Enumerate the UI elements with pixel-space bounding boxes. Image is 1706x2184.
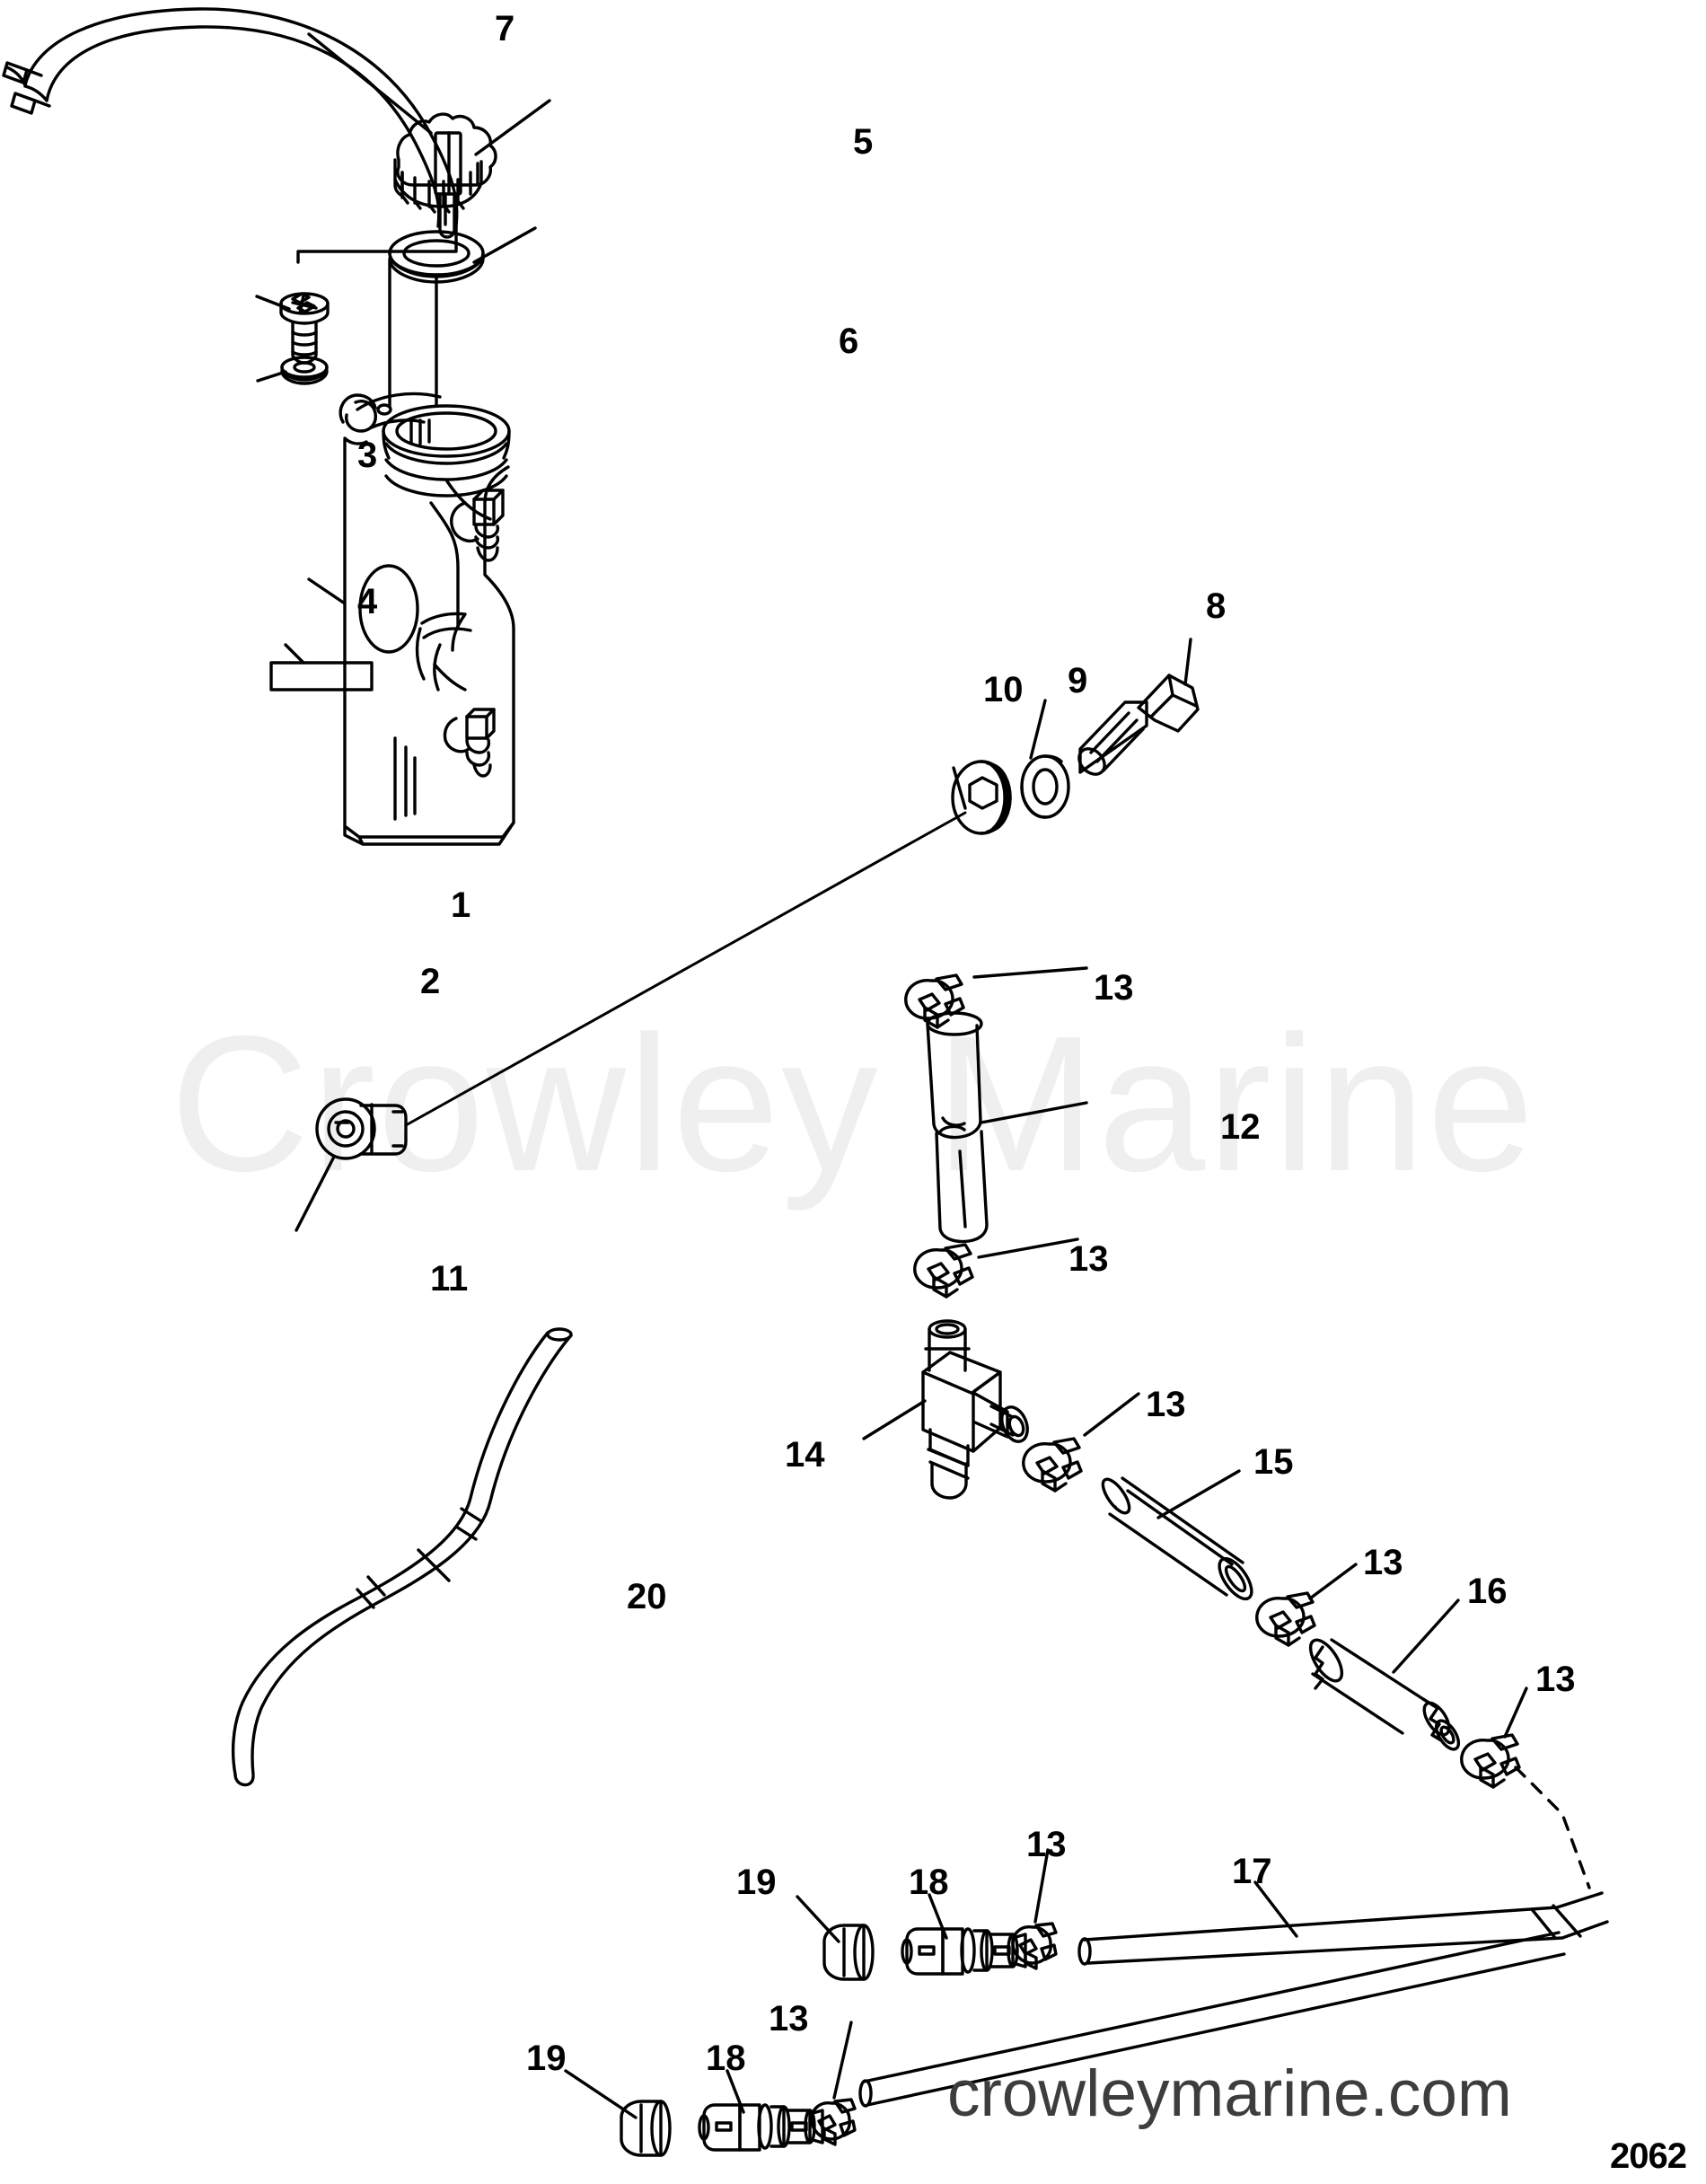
grommet-eleven	[295, 1097, 408, 1232]
part-18-connector-b-art	[698, 2069, 824, 2152]
callout-5: 5	[853, 122, 874, 162]
callout-2: 2	[420, 962, 441, 1001]
part-14-tee-fitting-art	[862, 1319, 1029, 1500]
part-19-cap-b-art	[564, 2069, 672, 2157]
callout-7: 7	[495, 9, 515, 48]
part-19-cap-a-art	[796, 1895, 875, 1981]
callout-13-c: 13	[1146, 1385, 1186, 1424]
callout-6: 6	[839, 321, 859, 361]
callout-13-f: 13	[1026, 1825, 1067, 1864]
callout-16: 16	[1467, 1572, 1508, 1611]
part-3-screw-art	[255, 292, 330, 365]
watermark-url: crowleymarine.com	[947, 2057, 1512, 2130]
part-9-washer-art	[1020, 754, 1070, 819]
part-13-clamp-d-art	[1255, 1563, 1358, 1647]
callout-8: 8	[1206, 586, 1227, 626]
callout-4: 4	[357, 582, 378, 621]
callout-14: 14	[785, 1435, 825, 1475]
part-16-filter-art	[1308, 1598, 1461, 1751]
part-20-vent-hose-art	[231, 1327, 573, 1787]
diagram-number: 2062	[1610, 2136, 1687, 2176]
part-13-clamp-a-art	[904, 966, 1088, 1029]
callout-9: 9	[1068, 661, 1088, 700]
callout-17: 17	[1232, 1852, 1272, 1891]
callout-19-b: 19	[526, 2039, 567, 2078]
callout-20: 20	[627, 1577, 667, 1616]
part-12-hose-art	[926, 1011, 1088, 1244]
part-4-washer-art	[256, 356, 329, 385]
part-13-clamp-c-art	[1022, 1392, 1140, 1493]
callout-18-b: 18	[706, 2039, 746, 2078]
part-13-clamp-e-art	[1460, 1686, 1528, 1789]
callout-13-g: 13	[769, 1999, 809, 2039]
callout-13-d: 13	[1363, 1543, 1403, 1582]
part-8-bolt-art	[1077, 638, 1200, 776]
callout-12: 12	[1220, 1107, 1261, 1147]
callout-15: 15	[1253, 1442, 1294, 1482]
callout-1: 1	[451, 885, 471, 925]
part-10-bushing-art	[951, 760, 1012, 835]
part-7-sensor-lead-art	[2, 7, 462, 408]
part-15-hose-art	[1101, 1469, 1253, 1601]
part-13-clamp-b-art	[913, 1237, 1079, 1299]
part-6-o-ring-art	[388, 226, 537, 408]
callout-19-a: 19	[736, 1863, 777, 1902]
callout-13-a: 13	[1094, 968, 1134, 1008]
part-1-reservoir-tank-art	[307, 392, 515, 846]
callout-11: 11	[430, 1259, 469, 1299]
callout-3: 3	[357, 436, 378, 475]
part-17-long-hose-art	[858, 1880, 1609, 2108]
part-5-fill-cap-art	[393, 99, 551, 214]
part-13-clamp-g-art	[810, 2021, 857, 2146]
callout-13-b: 13	[1068, 1239, 1109, 1279]
callout-18-a: 18	[909, 1863, 949, 1902]
part-13-clamp-f-art	[1011, 1848, 1058, 1970]
callout-13-e: 13	[1535, 1660, 1576, 1699]
callout-10: 10	[983, 670, 1024, 709]
part-18-connector-a-art	[901, 1893, 1027, 1976]
watermark-crowley-marine: Crowley Marine	[170, 995, 1536, 1211]
part-2-decal-art	[269, 643, 374, 691]
